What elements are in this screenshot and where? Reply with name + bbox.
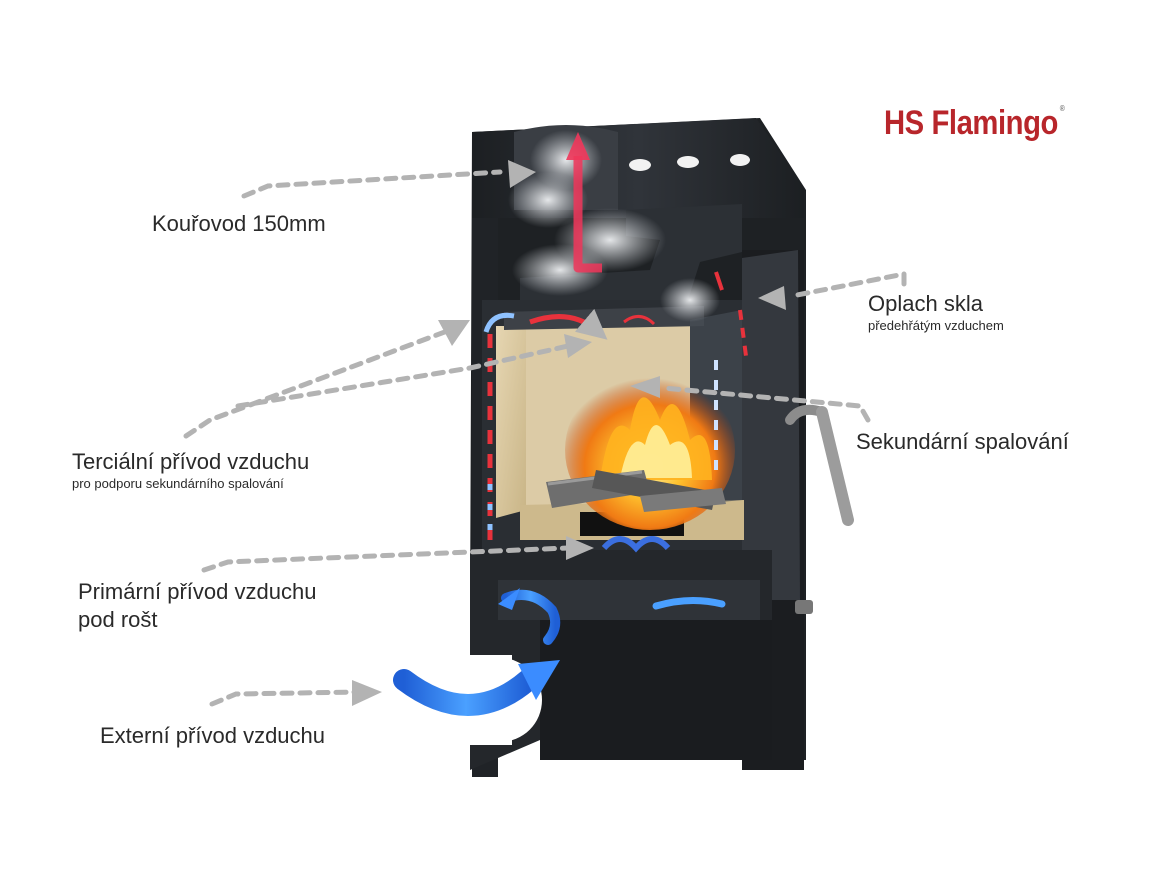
pointer-head-external xyxy=(352,680,382,706)
label-secondary-text: Sekundární spalování xyxy=(856,429,1069,454)
pointer-head-flue xyxy=(508,160,536,188)
label-glass-rinse: Oplach skla předehřátým vzduchem xyxy=(868,290,1004,334)
pointer-head-tertiary-a xyxy=(438,320,470,346)
door-handle-illustration xyxy=(785,404,854,614)
label-flue-text: Kouřovod 150mm xyxy=(152,211,326,236)
pointer-tertiary-b xyxy=(235,343,571,409)
label-flue: Kouřovod 150mm xyxy=(152,210,326,238)
pointer-head-tertiary-b xyxy=(564,334,592,358)
pointer-primary xyxy=(201,545,571,573)
fire xyxy=(546,370,735,530)
pointer-head-primary xyxy=(566,536,594,560)
pointer-external xyxy=(209,689,363,707)
label-tertiary-sub: pro podporu sekundárního spalování xyxy=(72,476,284,491)
pointer-head-secondary xyxy=(630,376,660,398)
pointer-glass-rinse xyxy=(789,270,907,299)
label-tertiary: Terciální přívod vzduchu pro podporu sek… xyxy=(72,448,309,492)
pointer-secondary xyxy=(661,385,871,423)
label-external: Externí přívod vzduchu xyxy=(100,722,325,750)
pointer-tertiary-a xyxy=(183,327,453,439)
label-primary-line2: pod rošt xyxy=(78,607,158,632)
pointer-flue xyxy=(241,169,503,199)
brand-logo: HS Flamingo® xyxy=(884,104,1065,143)
label-tertiary-text: Terciální přívod vzduchu xyxy=(72,449,310,474)
pointer-head-glass-rinse xyxy=(758,286,786,310)
brand-registered-mark: ® xyxy=(1059,104,1065,113)
label-glass-rinse-sub: předehřátým vzduchem xyxy=(868,318,1004,333)
label-glass-rinse-text: Oplach skla xyxy=(868,291,983,316)
label-external-text: Externí přívod vzduchu xyxy=(100,723,326,748)
brand-name: HS Flamingo xyxy=(884,104,1058,142)
label-secondary: Sekundární spalování xyxy=(856,428,1069,456)
label-primary: Primární přívod vzduchu pod rošt xyxy=(78,578,316,634)
hot-air-arrows xyxy=(529,132,748,357)
label-primary-line1: Primární přívod vzduchu xyxy=(78,579,317,604)
cold-air-arrows xyxy=(393,312,726,716)
pointer-lines xyxy=(183,169,907,707)
pointer-heads xyxy=(352,160,786,706)
